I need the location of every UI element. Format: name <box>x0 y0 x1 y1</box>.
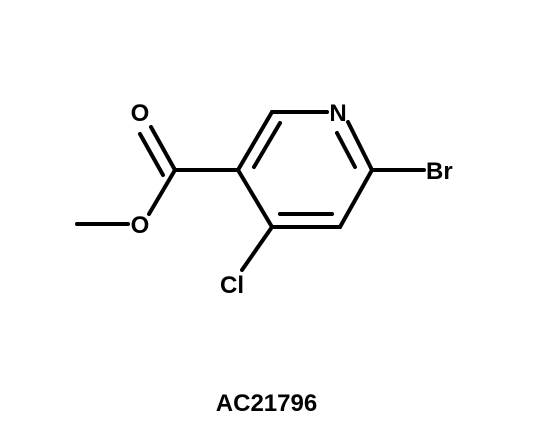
bond-ring-c4-c3 <box>236 168 274 229</box>
bond-ring-c6-c5 <box>338 168 374 229</box>
bond-carbonyl-double-2 <box>138 132 165 177</box>
bond-oxygen-carbonyl-carbon <box>147 168 177 216</box>
bond-carbonyl-double-1 <box>149 125 177 172</box>
atom-nitrogen: N <box>329 100 346 127</box>
atom-oxygen-ester: O <box>131 212 150 239</box>
bond-ring-c3-c2-inner <box>252 121 282 169</box>
atom-chlorine: Cl <box>220 272 244 299</box>
bond-ring-c3-c2 <box>236 110 274 172</box>
atom-bromine: Br <box>426 158 453 185</box>
bond-ring-chlorine <box>240 225 274 272</box>
bond-ring-n-c6-inner <box>335 131 357 169</box>
bond-ring-n-c6 <box>346 120 374 172</box>
compound-id-label: AC21796 <box>215 390 318 417</box>
atom-oxygen-carbonyl: O <box>131 100 150 127</box>
